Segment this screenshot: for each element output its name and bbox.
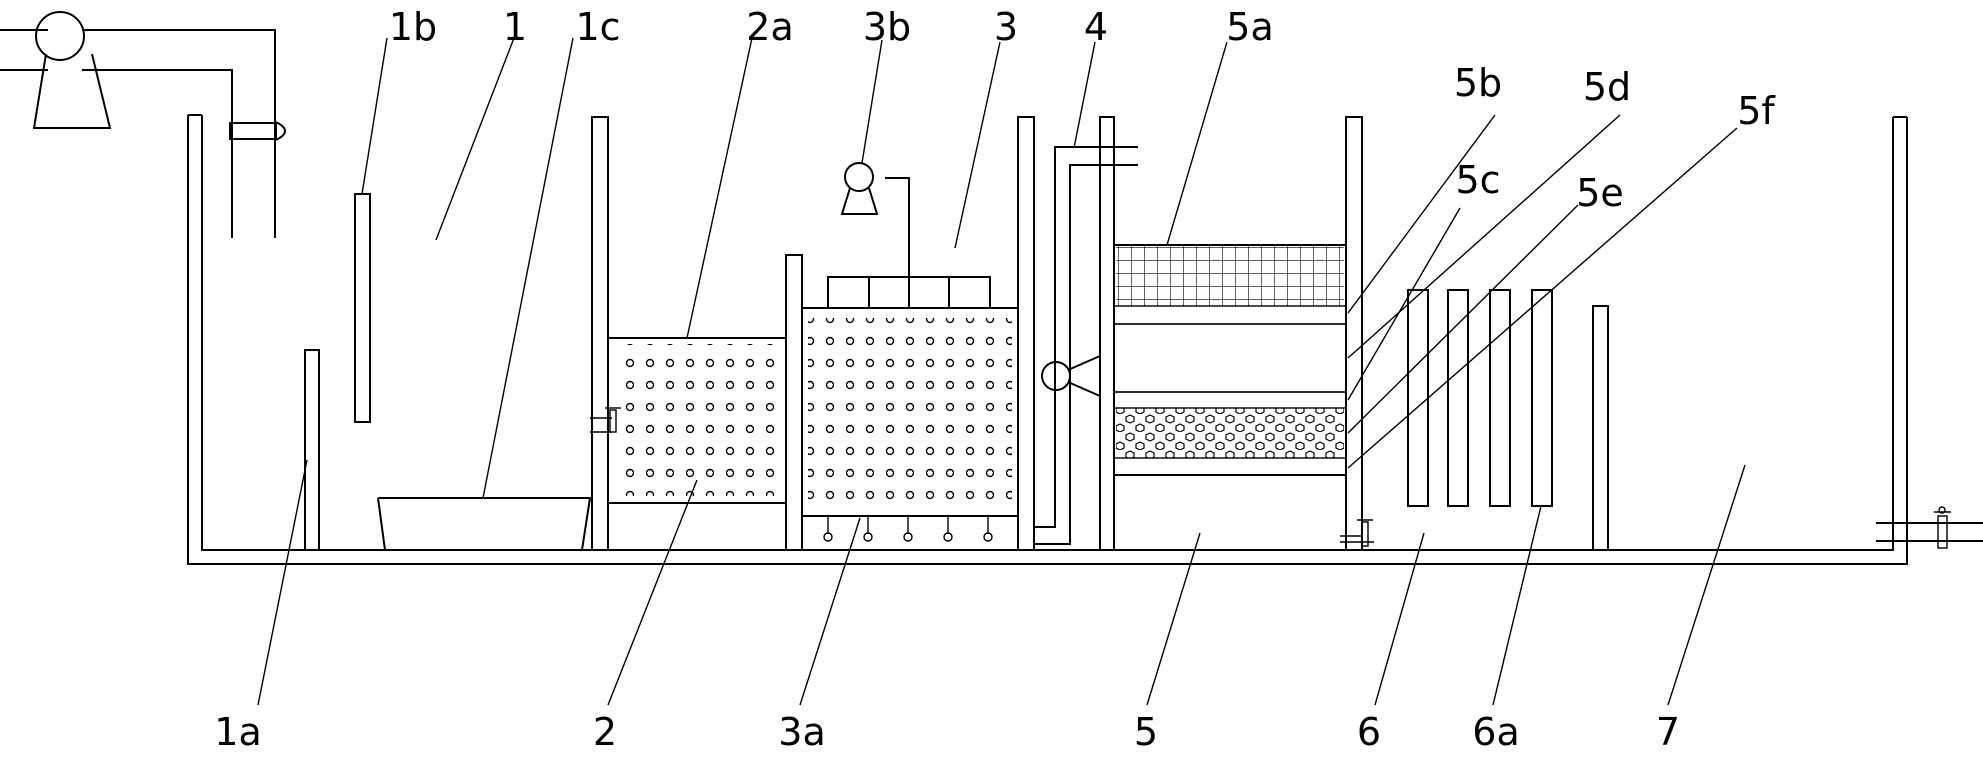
wall-5-6: [1340, 116, 1374, 551]
zone-4-pipe: [1034, 116, 1138, 551]
inlet-pump: [0, 11, 286, 238]
zone-1-internals: [304, 193, 592, 551]
wall-6-7: [1592, 305, 1609, 551]
label-2a: 2a: [746, 5, 793, 49]
wall-2-3: [785, 254, 803, 551]
label-5c: 5c: [1455, 158, 1500, 202]
label-5: 5: [1134, 710, 1158, 754]
label-5e: 5e: [1576, 171, 1624, 215]
label-5f: 5f: [1737, 89, 1776, 133]
label-5a: 5a: [1226, 5, 1273, 49]
label-2: 2: [593, 710, 617, 754]
leader-lines: [257, 37, 1746, 706]
label-1c: 1c: [575, 5, 620, 49]
label-4: 4: [1084, 5, 1108, 49]
zone-2-module: [607, 337, 787, 504]
zone-3-module: [801, 162, 1019, 542]
outlet-pipe: [1876, 506, 1983, 549]
label-1b: 1b: [389, 5, 437, 49]
wall-3-4: [1017, 116, 1035, 551]
label-6a: 6a: [1472, 710, 1519, 754]
label-3b: 3b: [863, 5, 911, 49]
label-5b: 5b: [1454, 61, 1502, 105]
label-1a: 1a: [214, 710, 261, 754]
part-labels: 1b 1 1c 2a 3b 3 4 5a 5b 5d 5f 5c 5e 1a 2…: [214, 5, 1776, 754]
label-3a: 3a: [778, 710, 825, 754]
label-5d: 5d: [1583, 65, 1631, 109]
zone-6-plates: [1407, 289, 1553, 507]
label-7: 7: [1656, 710, 1680, 754]
zone-5-filter: [1113, 244, 1347, 476]
tank-outline: [187, 114, 1908, 565]
label-3: 3: [994, 5, 1018, 49]
label-6: 6: [1357, 710, 1381, 754]
label-1: 1: [503, 5, 527, 49]
